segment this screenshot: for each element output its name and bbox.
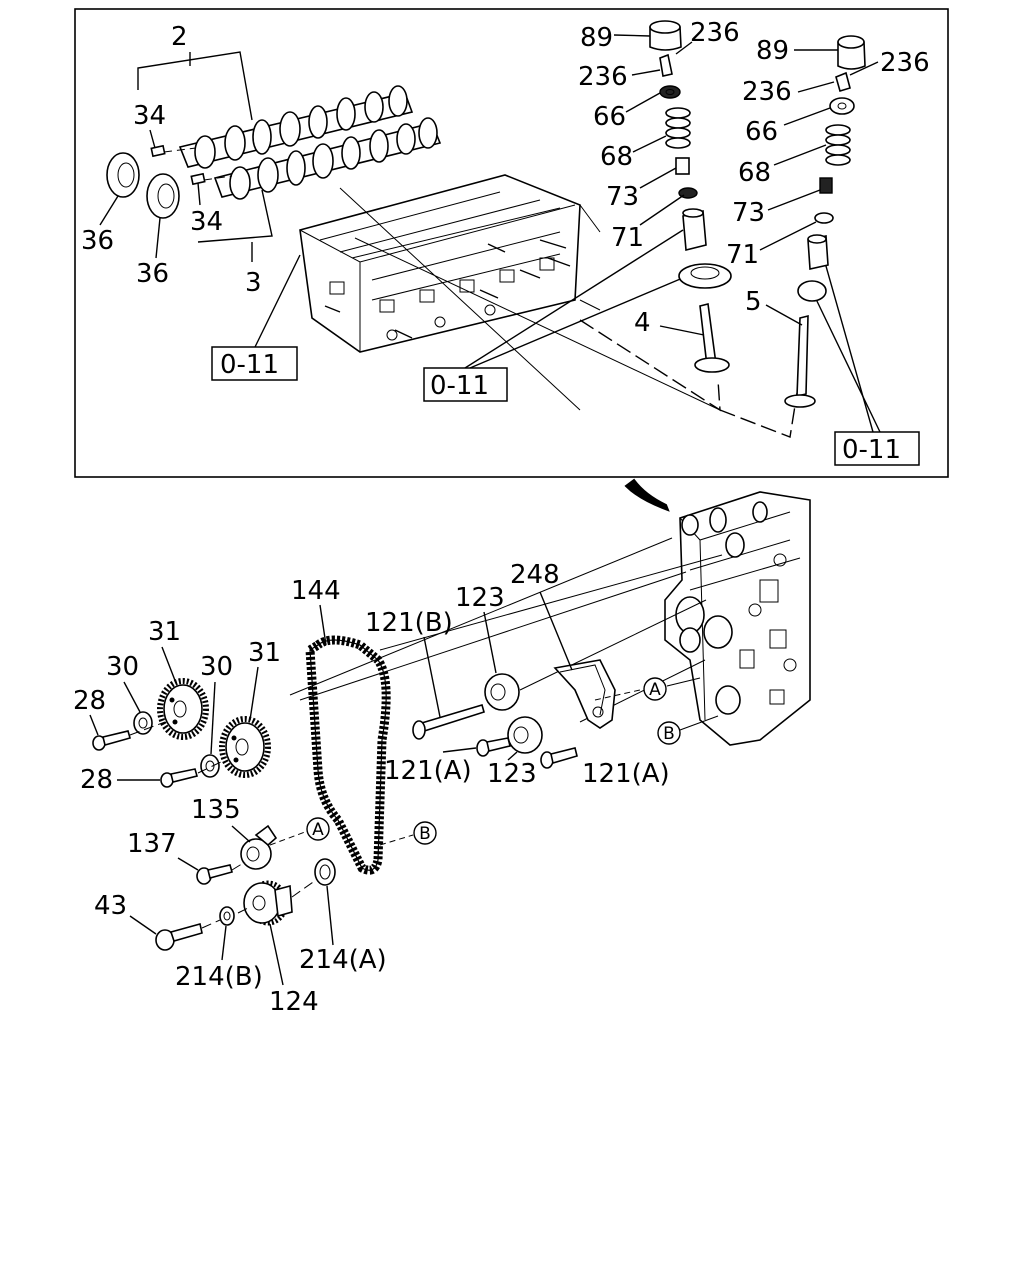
tensioner-135 (240, 824, 278, 870)
washer-30-right (200, 754, 220, 778)
bolt-121a-left-label: 121(A) (384, 756, 472, 786)
head-ref-box (211, 346, 298, 381)
marker-a-bottom: A (269, 817, 330, 846)
crank-pulley-124 (243, 880, 293, 926)
right-seat-71-label: 71 (726, 240, 759, 270)
washer-30-left (133, 711, 153, 735)
camshaft-intake (178, 85, 414, 169)
cam-sprocket-31-left (157, 678, 209, 740)
right-collet-236-label-b: 236 (742, 77, 792, 107)
key-34-upper (150, 144, 166, 158)
svg-text:A: A (312, 820, 324, 840)
engine-block (664, 491, 811, 746)
sprocket-31-right-label: 31 (248, 638, 281, 668)
bolt-137-label: 137 (127, 829, 177, 859)
marker-b-bottom: B (379, 821, 437, 846)
washer-30-left-label: 30 (106, 652, 139, 682)
camshaft-exhaust (213, 117, 442, 200)
bolt-28-bottom (160, 768, 198, 788)
tensioner-135-label: 135 (191, 795, 241, 825)
key-34-lower (190, 172, 206, 186)
bolt-121b-label: 121(B) (365, 608, 453, 638)
direction-arrow (624, 478, 670, 512)
key-34-upper-label: 34 (133, 101, 166, 131)
washer-214b (219, 906, 235, 926)
right-spring-68-label: 68 (738, 158, 771, 188)
intake-valve-4-label: 4 (634, 308, 651, 338)
bolt-121a-right-label: 121(A) (582, 759, 670, 789)
right-collet-236-label-a: 236 (880, 48, 930, 78)
valve-ref-label-right: 0-11 (842, 435, 901, 465)
svg-text:B: B (419, 824, 431, 844)
head-ref-label: 0-11 (220, 350, 279, 380)
washer-214a (314, 858, 336, 886)
sprocket-31-left-label: 31 (148, 617, 181, 647)
idler-bracket-248 (553, 659, 616, 729)
cylinder-head (299, 174, 721, 411)
left-collet-236-label-a: 236 (690, 18, 740, 48)
right-tappet-89-label: 89 (756, 36, 789, 66)
washer-214a-label: 214(A) (299, 945, 387, 975)
valve-ref-box-center (423, 367, 508, 402)
right-retainer-66-label: 66 (745, 117, 778, 147)
svg-text:B: B (663, 724, 675, 744)
right-seal-73-label: 73 (732, 198, 765, 228)
idler-123-upper-label: 123 (455, 583, 505, 613)
idler-pulley-123-lower (507, 716, 543, 754)
pulley-124-label: 124 (269, 987, 319, 1017)
washer-214b-label: 214(B) (175, 962, 263, 992)
bolt-43-label: 43 (94, 891, 127, 921)
bolt-121b (412, 704, 485, 740)
top-panel-frame (74, 8, 949, 478)
bolt-43 (155, 923, 203, 951)
valve-ref-label-center: 0-11 (430, 371, 489, 401)
bolt-28-top (92, 730, 131, 751)
seal-36-left-label: 36 (81, 226, 114, 256)
bolt-28-top-label: 28 (73, 686, 106, 716)
left-spring-68-label: 68 (600, 142, 633, 172)
cam-sprocket-31-right (219, 716, 271, 778)
exhaust-valve-5-label: 5 (745, 287, 762, 317)
left-collet-236-label-b: 236 (578, 62, 628, 92)
bolt-137 (196, 864, 233, 885)
left-retainer-66-label: 66 (593, 102, 626, 132)
camshaft-3-label: 3 (245, 268, 262, 298)
oil-seal-36-left (106, 152, 140, 198)
oil-seal-36-right (146, 173, 180, 219)
valve-train-right (784, 35, 866, 408)
left-tappet-89-label: 89 (580, 23, 613, 53)
idler-pulley-123-upper (484, 673, 520, 711)
key-34-lower-label: 34 (190, 207, 223, 237)
svg-text:A: A (649, 680, 661, 700)
washer-30-right-label: 30 (200, 652, 233, 682)
left-seal-73-label: 73 (606, 182, 639, 212)
marker-a-top: A (594, 677, 701, 701)
seal-36-right-label: 36 (136, 259, 169, 289)
valve-train-left (649, 20, 732, 373)
idler-123-lower-label: 123 (487, 759, 537, 789)
camshaft-2-label: 2 (171, 22, 188, 52)
bracket-248-label: 248 (510, 560, 560, 590)
valve-ref-box-right (834, 431, 920, 466)
bolt-28-bottom-label: 28 (80, 765, 113, 795)
left-seat-71-label: 71 (611, 223, 644, 253)
bolt-121a-left (476, 737, 511, 757)
belt-144-label: 144 (291, 576, 341, 606)
marker-b-top: B (657, 715, 719, 745)
bolt-121a-right (540, 747, 578, 769)
